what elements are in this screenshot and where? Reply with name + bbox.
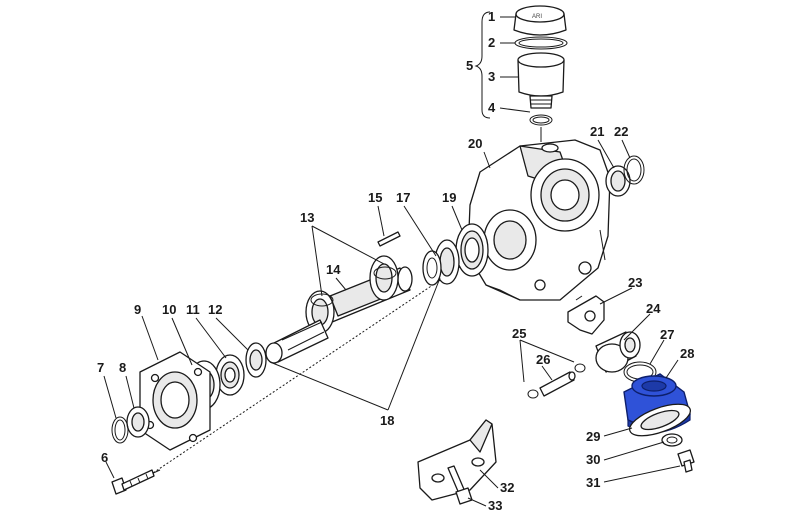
- label-19: 19: [442, 190, 456, 205]
- label-29: 29: [586, 429, 600, 444]
- label-4: 4: [488, 100, 496, 115]
- bearing-part-12[interactable]: [245, 342, 267, 378]
- label-15: 15: [368, 190, 382, 205]
- bolt-part-33[interactable]: [447, 465, 473, 505]
- label-5: 5: [466, 58, 473, 73]
- label-24: 24: [646, 301, 661, 316]
- eccentric-shaft-part-14[interactable]: [265, 255, 413, 364]
- label-13: 13: [300, 210, 314, 225]
- screw-part-31[interactable]: [677, 449, 695, 473]
- oil-seal-part-8[interactable]: [126, 406, 150, 438]
- label-1: 1: [488, 9, 495, 24]
- circlip-part-7[interactable]: [111, 416, 129, 444]
- label-21: 21: [590, 124, 604, 139]
- pump-housing-part-20[interactable]: [467, 139, 611, 301]
- pin-part-15[interactable]: [377, 231, 401, 247]
- label-30: 30: [586, 452, 600, 467]
- label-25: 25: [512, 326, 526, 341]
- label-6: 6: [101, 450, 108, 465]
- label-14: 14: [326, 262, 341, 277]
- label-3: 3: [488, 69, 495, 84]
- label-8: 8: [119, 360, 126, 375]
- label-2: 2: [488, 35, 495, 50]
- label-11: 11: [186, 302, 200, 317]
- label-18: 18: [380, 413, 394, 428]
- flange-cover-part-9[interactable]: [139, 351, 211, 451]
- label-27: 27: [660, 327, 674, 342]
- washer-part-30[interactable]: [661, 433, 683, 447]
- label-9: 9: [134, 302, 141, 317]
- o-ring-part-4[interactable]: [529, 114, 553, 126]
- spacer-ring[interactable]: [422, 250, 442, 286]
- label-7: 7: [97, 360, 104, 375]
- part-labels: 1 2 3 4 5 6 7 8 9 10 11 12 13 14 15 17 1…: [97, 9, 694, 513]
- label-31: 31: [586, 475, 600, 490]
- label-33: 33: [488, 498, 502, 513]
- seal-ring-part-21[interactable]: [605, 165, 631, 197]
- label-28: 28: [680, 346, 694, 361]
- label-10: 10: [162, 302, 176, 317]
- bracket-part-23[interactable]: [567, 295, 605, 335]
- cap-part-1[interactable]: ARI: [513, 5, 567, 36]
- clip-ring-part-2[interactable]: [514, 36, 568, 50]
- shaft-axis: [149, 259, 471, 476]
- label-26: 26: [536, 352, 550, 367]
- label-17: 17: [396, 190, 410, 205]
- disc-part-29[interactable]: [626, 398, 694, 442]
- label-20: 20: [468, 136, 482, 151]
- bearing-part-11[interactable]: [215, 354, 245, 396]
- label-22: 22: [614, 124, 628, 139]
- bearing-part-19[interactable]: [455, 223, 489, 277]
- leader-lines: [103, 16, 681, 507]
- pin-part-26[interactable]: [539, 371, 576, 397]
- filter-body-part-3[interactable]: [517, 52, 565, 109]
- bracket-5: [474, 11, 491, 119]
- label-12: 12: [208, 302, 222, 317]
- ring-part-25[interactable]: [527, 363, 586, 399]
- mounting-bracket-part-32[interactable]: [417, 419, 497, 501]
- snap-ring-part-22[interactable]: [623, 155, 645, 185]
- label-23: 23: [628, 275, 642, 290]
- label-32: 32: [500, 480, 514, 495]
- svg-text:ARI: ARI: [532, 14, 542, 20]
- bolt-part-6[interactable]: [111, 469, 155, 495]
